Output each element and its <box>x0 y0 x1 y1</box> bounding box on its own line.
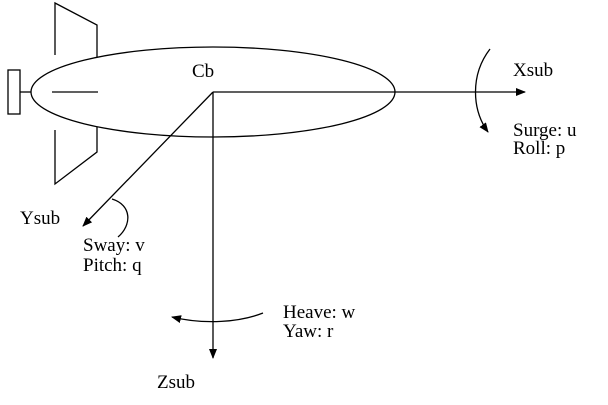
x-axis-label: Xsub <box>513 60 554 81</box>
roll-label: Roll: p <box>513 138 566 159</box>
roll-rotation-arc <box>474 48 491 133</box>
lower-fin <box>54 126 98 186</box>
y-axis-label: Ysub <box>20 208 61 229</box>
pitch-rotation-arc <box>111 198 129 238</box>
center-of-buoyancy-label: Cb <box>192 61 215 82</box>
y-axis-line <box>82 91 214 227</box>
yaw-rotation-arc <box>171 312 264 324</box>
yaw-label: Yaw: r <box>283 321 334 342</box>
pitch-label: Pitch: q <box>83 255 142 276</box>
z-axis-label: Zsub <box>157 372 195 393</box>
propeller <box>7 69 21 115</box>
upper-fin <box>54 1 98 62</box>
surge-label: Surge: u <box>513 120 577 141</box>
sway-label: Sway: v <box>83 235 145 256</box>
heave-label: Heave: w <box>283 302 356 323</box>
